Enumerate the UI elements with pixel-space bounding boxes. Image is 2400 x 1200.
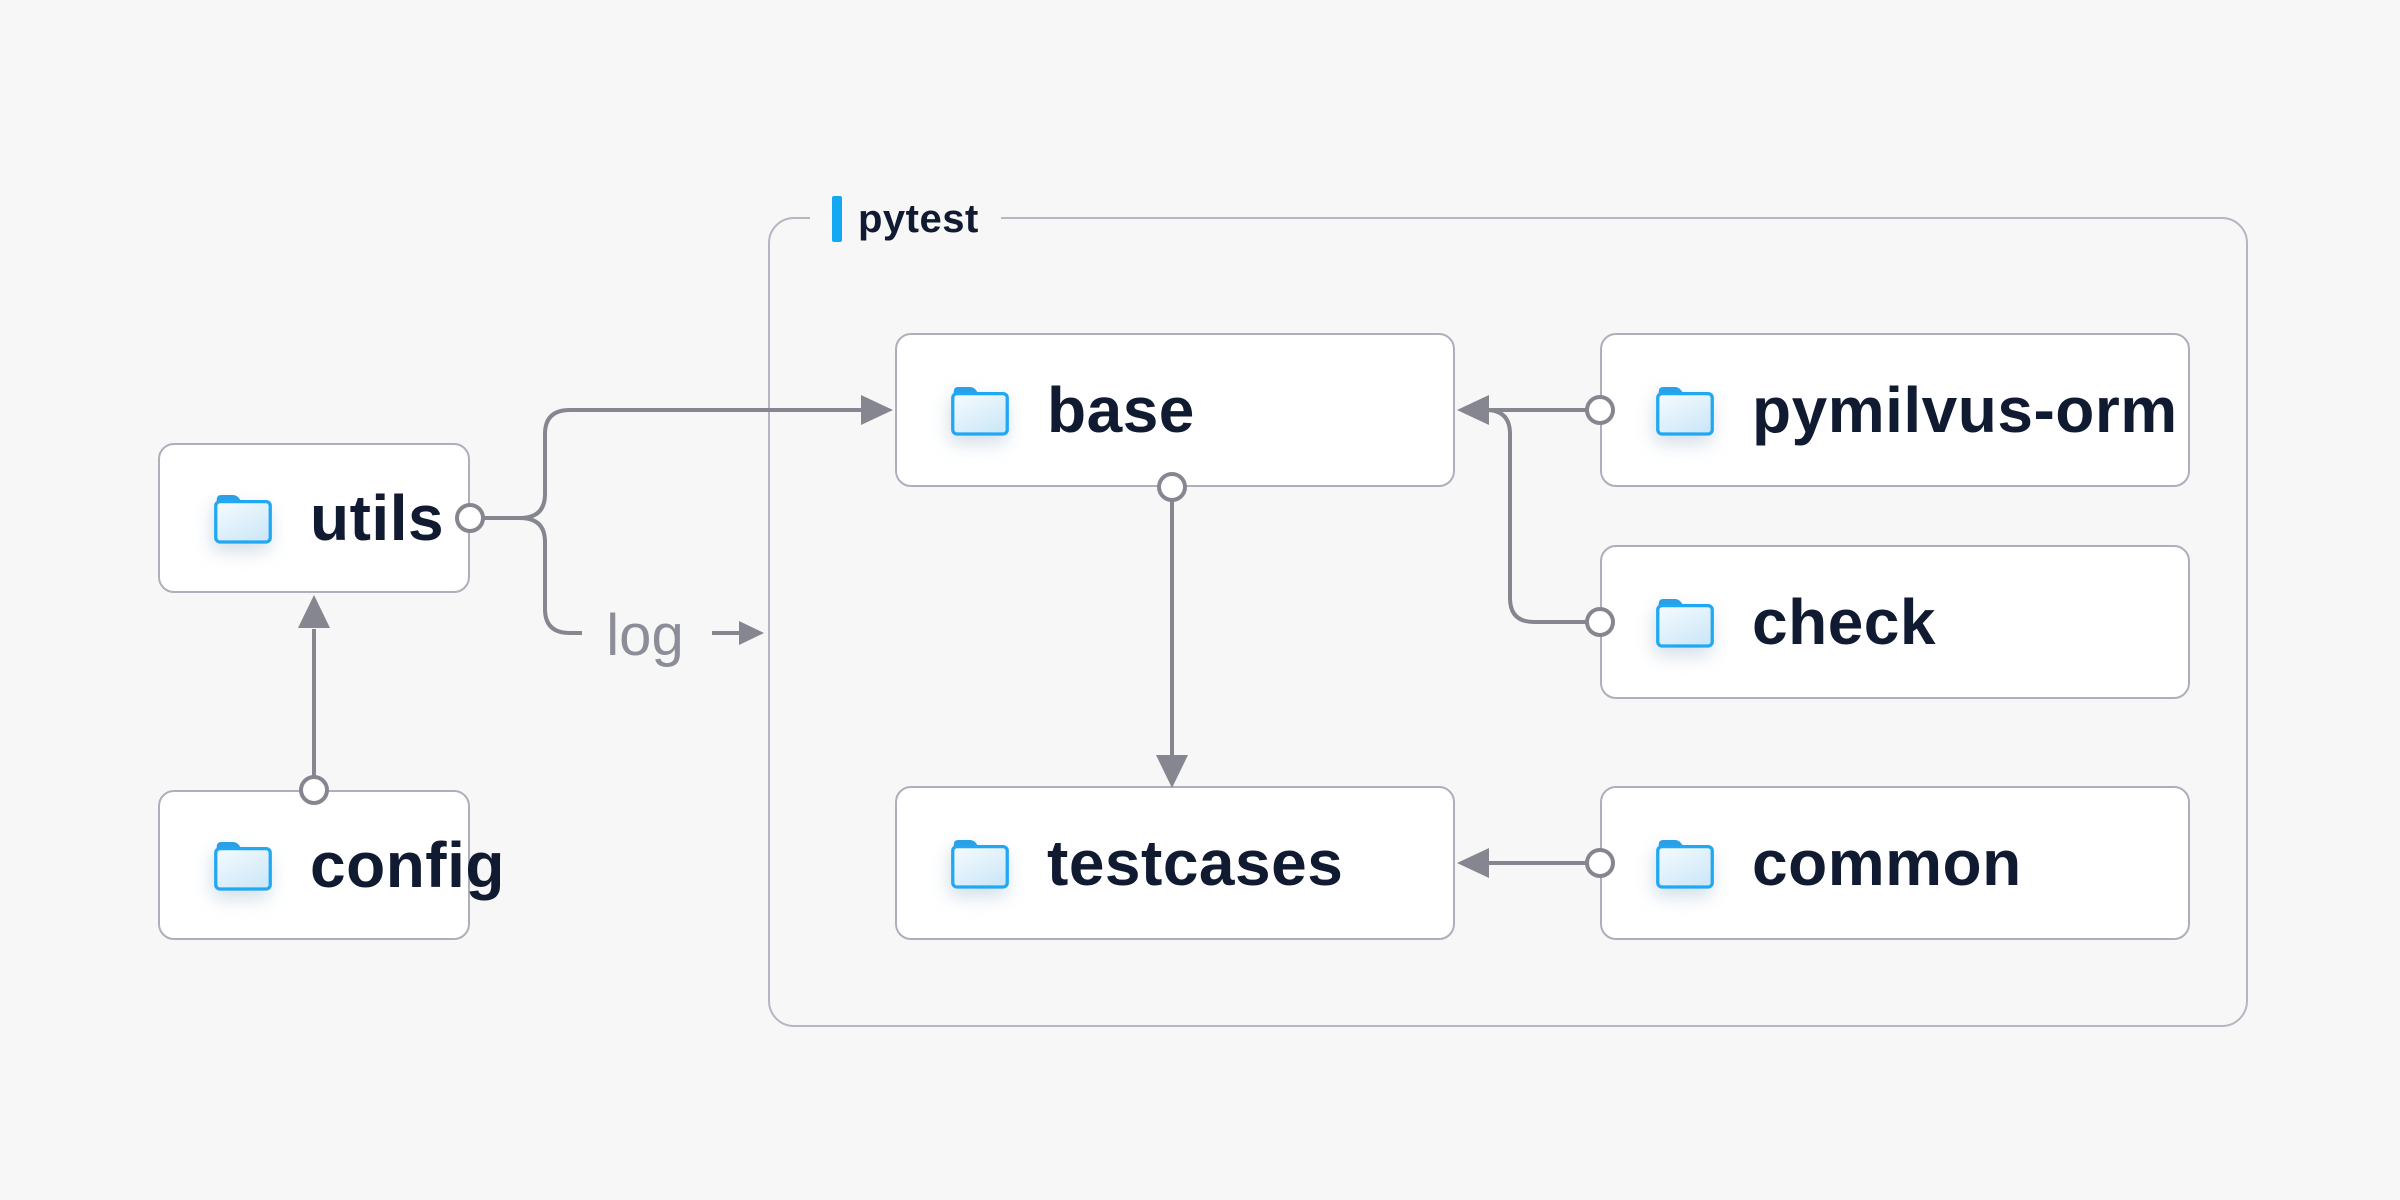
node-label: testcases (1047, 827, 1344, 899)
node-label: base (1047, 374, 1195, 446)
folder-icon (949, 384, 1011, 437)
node-config: config (158, 790, 504, 940)
folder-icon (212, 839, 274, 892)
node-pymilvus-orm: pymilvus-orm (1600, 333, 2190, 487)
node-label: common (1752, 827, 2022, 899)
node-label: check (1752, 586, 1936, 658)
edge-config-to-utils (298, 595, 330, 805)
node-label: config (310, 829, 505, 901)
folder-icon (212, 492, 274, 545)
node-check: check (1600, 545, 2190, 699)
folder-icon (1654, 837, 1716, 890)
folder-icon (949, 837, 1011, 890)
node-base: base (895, 333, 1455, 487)
folder-icon (1654, 596, 1716, 649)
pytest-group-title: pytest (858, 196, 979, 241)
node-common: common (1600, 786, 2190, 940)
node-testcases: testcases (895, 786, 1455, 940)
accent-bar (832, 196, 842, 242)
node-label: utils (310, 482, 445, 554)
folder-icon (1654, 384, 1716, 437)
pytest-group: pytest (768, 192, 2248, 1027)
node-utils: utils (158, 443, 470, 593)
pytest-group-label: pytest (810, 192, 1001, 246)
edge-label-log: log (606, 603, 684, 668)
node-label: pymilvus-orm (1752, 374, 2178, 446)
